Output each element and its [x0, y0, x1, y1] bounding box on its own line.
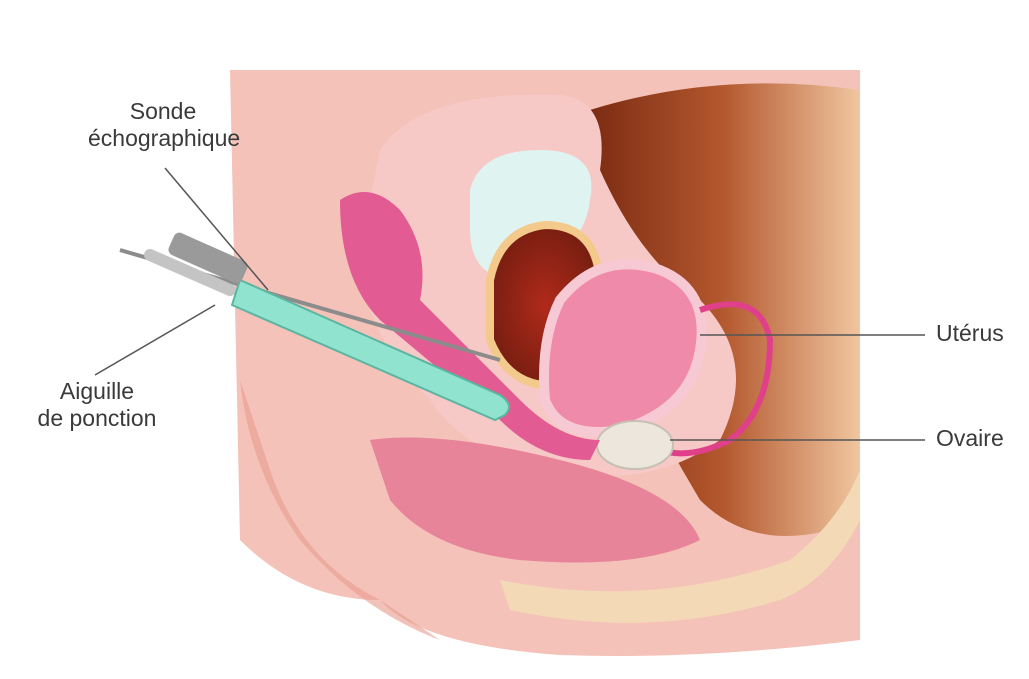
- uterus-label: Utérus: [936, 320, 1004, 347]
- needle-label-line2: de ponction: [22, 405, 172, 432]
- ovary: [597, 421, 673, 469]
- ovary-label: Ovaire: [936, 425, 1004, 452]
- probe-label-line1: Sonde: [88, 98, 238, 125]
- needle-label: Aiguille de ponction: [22, 378, 172, 432]
- needle-label-line1: Aiguille: [22, 378, 172, 405]
- probe-label: Sonde échographique: [88, 98, 238, 152]
- probe-label-line2: échographique: [88, 125, 238, 152]
- needle-leader-line: [95, 305, 215, 375]
